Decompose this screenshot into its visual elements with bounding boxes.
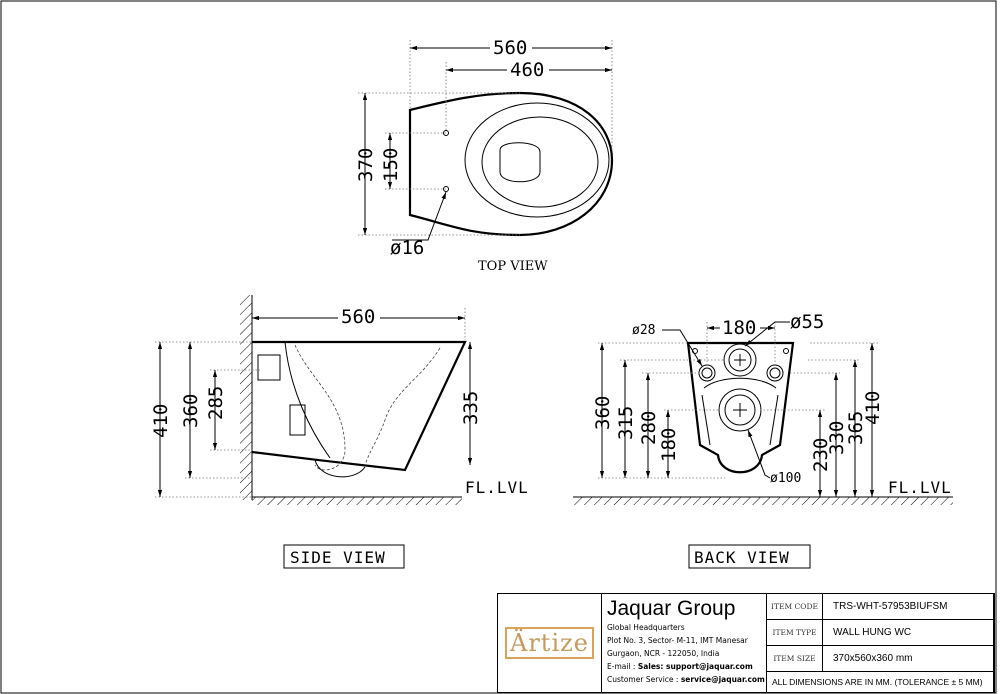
back-view-caption: BACK VIEW bbox=[694, 548, 790, 567]
dim-outlet-dia: ø100 bbox=[770, 471, 801, 486]
back-view: 180 ø55 ø28 ø100 360 315 280 180 230 330… bbox=[573, 311, 953, 569]
side-dim-rim: 360 bbox=[180, 394, 202, 428]
service-email-link[interactable]: service@jaquar.com bbox=[680, 675, 765, 684]
bowl-outline-top bbox=[408, 91, 614, 237]
dim-r230: 230 bbox=[810, 438, 832, 472]
dim-r365: 365 bbox=[845, 411, 867, 445]
bowl-outline-side bbox=[251, 340, 467, 472]
dim-hole-spacing: 150 bbox=[380, 148, 402, 182]
item-type-row: ITEM TYPE WALL HUNG WC bbox=[767, 620, 993, 646]
bowl-inner bbox=[481, 116, 599, 208]
dim-bowl-length: 460 bbox=[510, 59, 544, 81]
dim-l280: 280 bbox=[638, 411, 660, 445]
email-label: E-mail : bbox=[607, 662, 638, 671]
top-view-caption: TOP VIEW bbox=[478, 259, 548, 274]
email-link[interactable]: Sales: support@jaquar.com bbox=[637, 662, 753, 671]
side-floor-label: FL.LVL bbox=[465, 478, 529, 497]
dim-inlet-spacing: 180 bbox=[722, 317, 756, 339]
dim-length: 560 bbox=[493, 37, 527, 59]
side-dim-outlet: 285 bbox=[205, 386, 227, 420]
bowl-outlet bbox=[499, 142, 541, 183]
address-line: Gurgaon, NCR - 122050, India bbox=[607, 649, 720, 658]
item-size-label: ITEM SIZE bbox=[767, 646, 823, 671]
item-size-row: ITEM SIZE 370x560x360 mm bbox=[767, 646, 993, 672]
fixing-circle bbox=[766, 364, 784, 382]
side-dim-length: 560 bbox=[341, 306, 375, 328]
item-code-value: TRS-WHT-57953BIUFSM bbox=[833, 601, 948, 612]
fixing-hole bbox=[443, 130, 449, 136]
item-type-value: WALL HUNG WC bbox=[833, 627, 912, 638]
side-view: 560 410 360 285 335 FL.LVL SIDE VIEW bbox=[150, 295, 529, 569]
back-floor-label: FL.LVL bbox=[888, 478, 952, 497]
bowl-rim bbox=[464, 102, 610, 218]
dim-l360: 360 bbox=[592, 396, 614, 430]
company-name: Jaquar Group bbox=[607, 597, 736, 620]
side-dim-front: 335 bbox=[460, 391, 482, 425]
item-type-label: ITEM TYPE bbox=[767, 620, 823, 645]
dim-r330: 330 bbox=[826, 421, 848, 455]
logo-text: Ärtize bbox=[505, 627, 594, 659]
dim-inlet-dia: ø55 bbox=[790, 311, 824, 333]
dim-l180: 180 bbox=[658, 428, 680, 462]
brand-logo: Ärtize bbox=[498, 594, 602, 692]
address-line: Plot No. 3, Sector- M-11, IMT Manesar bbox=[607, 636, 748, 645]
item-size-value: 370x560x360 mm bbox=[833, 653, 913, 664]
title-block: Ärtize Jaquar Group Global Headquarters … bbox=[497, 593, 995, 693]
top-view: 560 460 370 150 ø16 TOP VIEW bbox=[355, 37, 614, 274]
item-meta: ITEM CODE TRS-WHT-57953BIUFSM ITEM TYPE WA… bbox=[767, 594, 993, 692]
dim-l315: 315 bbox=[615, 406, 637, 440]
side-dim-height: 410 bbox=[150, 404, 172, 438]
address-line: Global Headquarters bbox=[607, 623, 685, 632]
fixing-circle bbox=[698, 364, 716, 382]
fixing-hole bbox=[443, 186, 449, 192]
item-code-label: ITEM CODE bbox=[767, 594, 823, 619]
item-code-row: ITEM CODE TRS-WHT-57953BIUFSM bbox=[767, 594, 993, 620]
dim-width: 370 bbox=[355, 148, 377, 182]
company-info: Jaquar Group Global Headquarters Plot No… bbox=[602, 594, 767, 692]
dim-hole-dia: ø16 bbox=[390, 237, 424, 259]
dim-r410: 410 bbox=[862, 391, 884, 425]
service-label: Customer Service : bbox=[607, 675, 681, 684]
dim-fixing-dia: ø28 bbox=[632, 323, 655, 338]
tolerance-note: ALL DIMENSIONS ARE IN MM. (TOLERANCE ± 5… bbox=[772, 677, 983, 687]
side-view-caption: SIDE VIEW bbox=[290, 548, 386, 567]
inlet-circle bbox=[723, 343, 757, 377]
